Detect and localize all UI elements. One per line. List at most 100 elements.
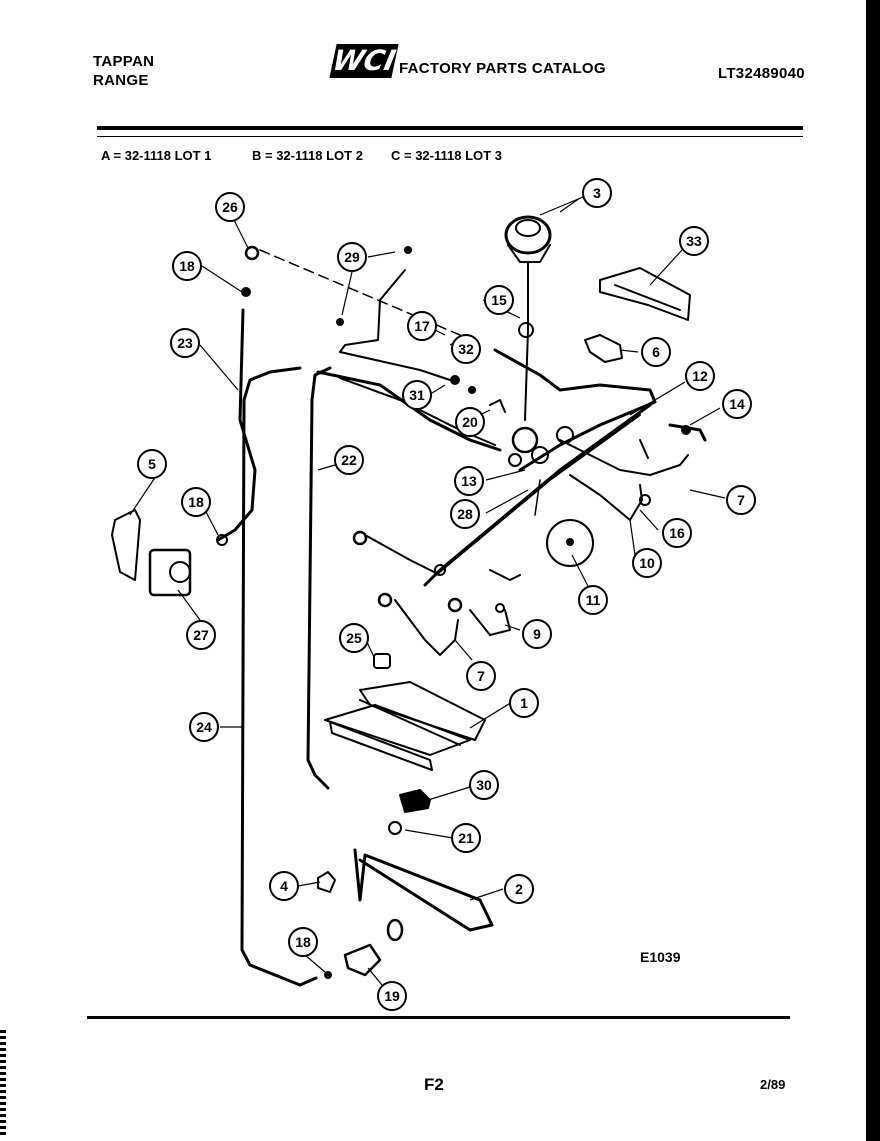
callout-label: 25 [346,630,362,646]
callout-label: 24 [196,719,212,735]
callout-10: 10 [632,548,662,578]
callout-label: 28 [457,506,473,522]
page-code: F2 [424,1075,444,1094]
bracket-6 [584,334,623,363]
callout-1: 1 [509,688,539,718]
callout-label: 29 [344,249,360,265]
callout-31: 31 [402,380,432,410]
callout-label: 5 [148,456,156,472]
callout-21: 21 [451,823,481,853]
callout-30: 30 [469,770,499,800]
callout-label: 15 [491,292,507,308]
lot-c-label: C = 32-1118 LOT 3 [391,148,502,163]
callout-label: 1 [520,695,528,711]
footer-rule [87,1016,790,1019]
callout-label: 21 [458,830,474,846]
lot-a-label: A = 32-1118 LOT 1 [101,148,212,163]
catalog-number: LT32489040 [718,65,805,82]
callout-13: 13 [454,466,484,496]
callout-label: 31 [409,387,425,403]
header-rule-thin [97,136,803,137]
callout-label: 12 [692,368,708,384]
callout-label: 3 [593,185,601,201]
tube-10 [569,474,643,521]
callout-15: 15 [484,285,514,315]
burner-3 [504,215,552,255]
callout-25: 25 [339,623,369,653]
callout-26: 26 [215,192,245,222]
pipe-22 [306,366,332,790]
callout-5: 5 [137,449,167,479]
header-rule-thick [97,126,803,130]
callout-label: 19 [384,988,400,1004]
tube-9 [469,609,511,636]
callout-9: 9 [522,619,552,649]
callout-23: 23 [170,328,200,358]
callout-18: 18 [181,487,211,517]
nut-25 [373,653,391,669]
callout-label: 6 [652,344,660,360]
callout-6: 6 [641,337,671,367]
tube-23 [216,308,257,542]
callout-label: 23 [177,335,193,351]
callout-24: 24 [189,712,219,742]
callout-label: 18 [179,258,195,274]
callout-label: 7 [737,492,745,508]
valve-19 [343,943,382,977]
callout-33: 33 [679,226,709,256]
manifold-pipe [316,370,502,452]
burner-tube-12 [493,348,657,472]
callout-7: 7 [466,661,496,691]
callout-label: 18 [295,934,311,950]
callout-label: 13 [461,473,477,489]
tube-7-lower [394,599,459,656]
callout-label: 26 [222,199,238,215]
tube-2 [353,848,494,932]
callout-16: 16 [662,518,692,548]
item-11-disc [546,519,594,567]
callout-18: 18 [288,927,318,957]
callout-label: 4 [280,878,288,894]
callout-label: 33 [686,233,702,249]
figure-code: E1039 [640,949,681,965]
callout-2: 2 [504,874,534,904]
edge-scan-marks [0,1030,6,1135]
item-4 [317,871,336,893]
pipe-24 [240,366,318,987]
callout-label: 16 [669,525,685,541]
callout-18: 18 [172,251,202,281]
item-30 [399,789,431,813]
callout-label: 30 [476,777,492,793]
callout-27: 27 [186,620,216,650]
tube-17 [339,269,451,381]
date-code: 2/89 [760,1077,786,1092]
callout-19: 19 [377,981,407,1011]
callout-label: 27 [193,627,209,643]
grate-33 [599,267,691,321]
callout-32: 32 [451,334,481,364]
callout-12: 12 [685,361,715,391]
callout-label: 22 [341,452,357,468]
callout-label: 7 [477,668,485,684]
product-type: RANGE [93,72,149,89]
callout-14: 14 [722,389,752,419]
callout-label: 10 [639,555,655,571]
callout-label: 32 [458,341,474,357]
callout-label: 11 [586,592,601,608]
tube-7-upper [559,439,689,476]
callout-4: 4 [269,871,299,901]
lot-b-label: B = 32-1118 LOT 2 [252,148,363,163]
callout-11: 11 [578,585,608,615]
shield-1 [324,704,471,756]
callout-label: 14 [729,396,745,412]
callout-22: 22 [334,445,364,475]
callout-label: 17 [414,318,430,334]
callout-label: 20 [462,414,478,430]
callout-17: 17 [407,311,437,341]
brand-name: TAPPAN [93,53,155,70]
catalog-title: FACTORY PARTS CATALOG [399,60,606,77]
callout-label: 18 [188,494,204,510]
callout-label: 9 [533,626,541,642]
